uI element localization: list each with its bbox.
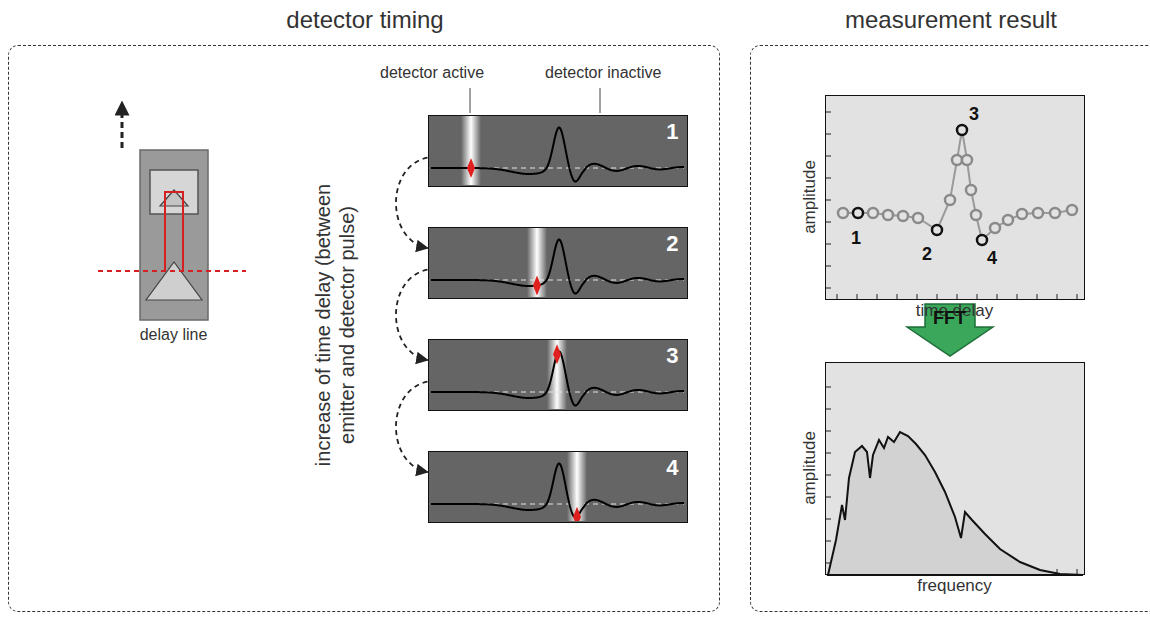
callout-number: 3 bbox=[969, 104, 979, 125]
callout-number: 1 bbox=[851, 228, 861, 249]
data-point bbox=[1033, 208, 1043, 218]
data-point bbox=[945, 195, 955, 205]
part-label: delay line bbox=[140, 326, 208, 344]
tick bbox=[825, 222, 831, 223]
waveform-plot bbox=[429, 452, 686, 521]
highlighted-point bbox=[977, 235, 987, 245]
data-point bbox=[868, 208, 878, 218]
data-point bbox=[883, 210, 893, 220]
tick bbox=[825, 497, 831, 498]
data-point bbox=[1017, 209, 1027, 219]
highlighted-point bbox=[957, 125, 967, 135]
data-point bbox=[971, 210, 981, 220]
tick bbox=[825, 453, 831, 454]
panel-title: detector timing bbox=[9, 6, 721, 34]
frame-number: 1 bbox=[666, 119, 678, 145]
frame-number: 2 bbox=[666, 231, 678, 257]
axis-label: frequency bbox=[917, 576, 992, 596]
axis-caption: increase of time delay (between emitter … bbox=[311, 155, 359, 495]
annotation-label: detector inactive bbox=[545, 64, 662, 82]
timing-frame: 2 bbox=[428, 227, 688, 299]
highlighted-point bbox=[932, 225, 942, 235]
delay-stage bbox=[140, 150, 208, 320]
data-point bbox=[1003, 215, 1013, 225]
data-point bbox=[990, 223, 1000, 233]
beam-path bbox=[165, 192, 183, 271]
dashed-panel: measurement resultamplitudetime delayFFT… bbox=[750, 45, 1150, 612]
tick bbox=[825, 178, 831, 179]
frame-number: 4 bbox=[666, 455, 678, 481]
data-point bbox=[952, 155, 962, 165]
sample-marker bbox=[533, 275, 541, 295]
tick bbox=[825, 541, 831, 542]
sample-marker bbox=[573, 506, 581, 520]
data-line bbox=[843, 130, 1072, 240]
delay-line-box: delay line bbox=[140, 150, 208, 320]
timing-frame: 1 bbox=[428, 115, 688, 187]
tick bbox=[825, 409, 831, 410]
annotation-label: detector active bbox=[380, 64, 484, 82]
chart-frame: amplitudetime delay bbox=[825, 95, 1085, 300]
waveform-plot bbox=[429, 340, 686, 409]
timing-frame: 4 bbox=[428, 451, 688, 523]
chart-ground bbox=[825, 362, 1085, 575]
data-point bbox=[898, 211, 908, 221]
data-point bbox=[966, 185, 976, 195]
delay-step-arrow bbox=[396, 158, 428, 248]
motion-arrow bbox=[121, 108, 124, 148]
panel-title: measurement result bbox=[751, 6, 1150, 34]
arrow-label: FFT bbox=[905, 308, 995, 329]
thz-waveform bbox=[431, 239, 684, 293]
frame-number: 3 bbox=[666, 343, 678, 369]
tick bbox=[825, 266, 831, 267]
timing-frame: 3 bbox=[428, 339, 688, 411]
tick bbox=[825, 519, 831, 520]
callout-number: 4 bbox=[987, 248, 997, 269]
data-point bbox=[838, 208, 848, 218]
tick bbox=[825, 288, 831, 289]
chart-frame: amplitudefrequency bbox=[825, 362, 1085, 575]
waveform-plot bbox=[429, 116, 686, 185]
callout-number: 2 bbox=[922, 244, 932, 265]
thz-waveform bbox=[431, 127, 684, 181]
tick bbox=[825, 112, 831, 113]
data-point bbox=[962, 155, 972, 165]
leader-line bbox=[470, 88, 471, 113]
chart-marks bbox=[825, 112, 1083, 575]
tick bbox=[825, 134, 831, 135]
tick bbox=[825, 244, 831, 245]
thz-waveform bbox=[431, 463, 684, 517]
chart-ground bbox=[825, 95, 1085, 300]
leader-line bbox=[600, 88, 601, 113]
laser-beam bbox=[98, 270, 246, 272]
tick bbox=[825, 156, 831, 157]
tick bbox=[825, 200, 831, 201]
spectrum-curve bbox=[828, 432, 1083, 575]
fft-arrow: FFT bbox=[905, 303, 995, 357]
tick bbox=[825, 475, 831, 476]
tick bbox=[825, 387, 831, 388]
sample-marker bbox=[553, 344, 561, 364]
highlighted-point bbox=[853, 208, 863, 218]
data-point bbox=[1067, 205, 1077, 215]
delay-step-arrow bbox=[396, 382, 428, 472]
axis-label: amplitude bbox=[800, 160, 820, 234]
data-point bbox=[913, 213, 923, 223]
dashed-panel: detector timingdelay line1234 bbox=[8, 45, 720, 612]
waveform-plot bbox=[429, 228, 686, 297]
detector-window bbox=[461, 116, 481, 185]
tick bbox=[825, 431, 831, 432]
data-point bbox=[1050, 208, 1060, 218]
delay-step-arrow bbox=[396, 270, 428, 360]
axis-label: amplitude bbox=[800, 431, 820, 505]
fixed-prism bbox=[146, 262, 202, 300]
detector-window bbox=[547, 340, 567, 409]
sample-marker bbox=[467, 158, 475, 178]
